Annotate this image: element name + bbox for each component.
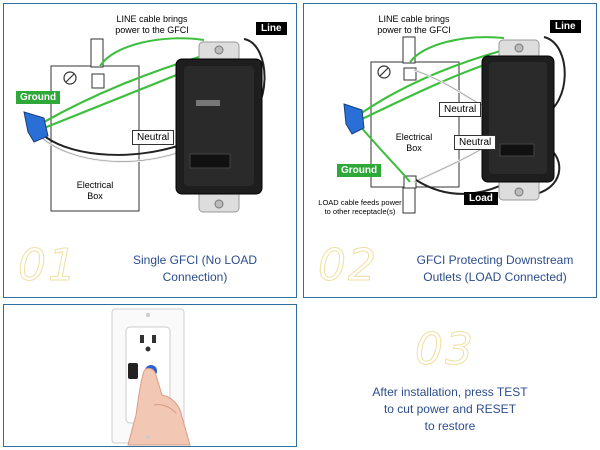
- electrical-box: [50, 65, 140, 212]
- wire-nut-icon: [23, 111, 49, 143]
- usb-port-icon: [128, 363, 138, 379]
- neutral-tag: Neutral: [132, 130, 175, 145]
- line-cable-conduit: [90, 38, 104, 68]
- electrical-box-label-line2: Box: [87, 191, 103, 201]
- electrical-box-label: Electrical Box: [60, 180, 130, 202]
- electrical-box-label-line2: Box: [406, 143, 422, 153]
- gfci-receptacle-icon: [175, 41, 263, 213]
- panel3-caption-line1: After installation, press TEST: [372, 385, 528, 399]
- panel2-caption-line1: GFCI Protecting Downstream: [416, 253, 574, 267]
- panel3-caption-line3: to restore: [424, 419, 476, 433]
- panel1-caption-line2: Connection): [162, 270, 228, 284]
- load-cable-label-line1: LOAD cable feeds power: [318, 198, 402, 207]
- electrical-box-label: Electrical Box: [384, 132, 444, 154]
- line-cable-label-line2: power to the GFCI: [115, 25, 189, 35]
- load-cable-label: LOAD cable feeds power to other receptac…: [310, 198, 410, 216]
- panel1-caption: Single GFCI (No LOAD Connection): [100, 252, 290, 286]
- hand-pressing-icon: [127, 367, 191, 446]
- panel-single-gfci: LINE cable brings power to the GFCI Line…: [3, 3, 297, 298]
- electrical-box-label-line1: Electrical: [395, 132, 433, 142]
- panel2-caption-line2: Outlets (LOAD Connected): [423, 270, 567, 284]
- line-cable-label-line2: power to the GFCI: [377, 25, 451, 35]
- line-tag: Line: [550, 20, 581, 33]
- panel3-caption-line2: to cut power and RESET: [383, 402, 517, 416]
- neutral-tag-bottom: Neutral: [454, 135, 497, 150]
- neutral-tag-top: Neutral: [439, 102, 482, 117]
- panel1-caption-line1: Single GFCI (No LOAD: [132, 253, 258, 267]
- ground-tag: Ground: [337, 164, 382, 177]
- panel-load-connected: LINE cable brings power to the GFCI Line…: [303, 3, 597, 298]
- line-cable-label: LINE cable brings power to the GFCI: [92, 14, 212, 36]
- step-number-3: 03: [415, 324, 475, 376]
- panel2-caption: GFCI Protecting Downstream Outlets (LOAD…: [400, 252, 590, 286]
- wiring-diagram-2: [343, 36, 566, 214]
- panel-test-reset-photo: [3, 304, 297, 447]
- step-number-1: 01: [18, 240, 78, 292]
- wiring-diagram-1: [23, 37, 266, 213]
- load-tag: Load: [464, 192, 498, 205]
- line-cable-label-line1: LINE cable brings: [116, 14, 188, 24]
- wire-nut-icon: [343, 103, 365, 135]
- line-tag: Line: [256, 22, 287, 35]
- load-cable-label-line2: to other receptacle(s): [324, 207, 396, 216]
- step-number-2: 02: [318, 240, 378, 292]
- electrical-box-label-line1: Electrical: [76, 180, 114, 190]
- ground-tag: Ground: [16, 91, 61, 104]
- line-cable-conduit: [402, 36, 416, 64]
- line-cable-label: LINE cable brings power to the GFCI: [354, 14, 474, 36]
- panel3-caption: After installation, press TEST to cut po…: [323, 384, 577, 435]
- gfci-receptacle-icon: [481, 39, 555, 201]
- line-cable-label-line1: LINE cable brings: [378, 14, 450, 24]
- panel-test-reset-text: 03 After installation, press TEST to cut…: [303, 304, 597, 447]
- gfci-test-photo: [111, 308, 191, 446]
